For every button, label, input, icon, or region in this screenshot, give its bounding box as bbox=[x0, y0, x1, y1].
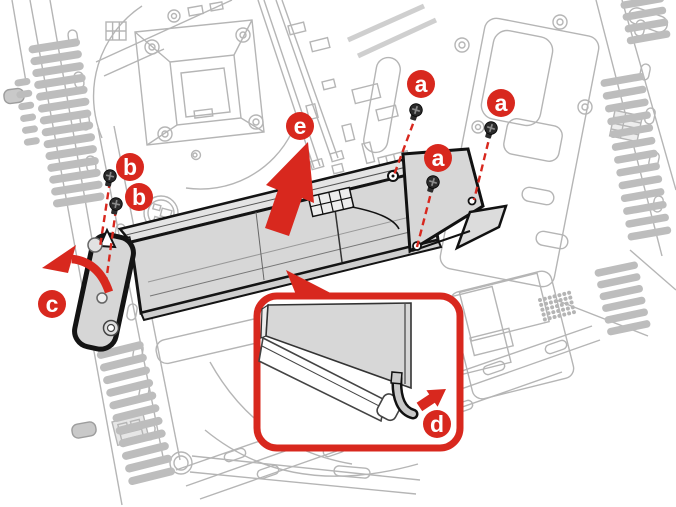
power-cable bbox=[351, 206, 400, 230]
callout-a-letter: a bbox=[495, 90, 508, 116]
pivot-arrow-c bbox=[71, 254, 114, 294]
retention-latch bbox=[72, 227, 136, 352]
callout-b-badge-2: b bbox=[125, 183, 153, 211]
inset-card-slot bbox=[258, 336, 386, 423]
screw-guide-line-b2 bbox=[104, 208, 118, 283]
screw-icon bbox=[480, 119, 500, 141]
card-bracket-flap bbox=[454, 204, 508, 251]
callout-b-letter: b bbox=[123, 154, 137, 180]
pivot-arrow-c-head bbox=[42, 245, 76, 273]
callout-a-badge-2: a bbox=[487, 89, 515, 117]
callout-c-badge: c bbox=[38, 290, 66, 318]
callout-b-letter: b bbox=[132, 184, 146, 210]
power-connector bbox=[307, 186, 355, 218]
callout-d-badge: d bbox=[423, 410, 451, 438]
callout-a-letter: a bbox=[432, 145, 445, 171]
inset-slot-latch bbox=[390, 371, 419, 420]
screw-guide-line-a2 bbox=[472, 130, 493, 201]
screw-icon bbox=[106, 195, 125, 217]
screw-icon bbox=[100, 167, 119, 189]
callout-a-badge-3: a bbox=[424, 144, 452, 172]
callout-e-letter: e bbox=[294, 113, 307, 139]
callout-a-badge-1: a bbox=[407, 70, 435, 98]
callout-b-badge-1: b bbox=[116, 153, 144, 181]
callout-d-letter: d bbox=[430, 411, 444, 437]
callout-c-letter: c bbox=[46, 291, 59, 317]
zoom-inset: d bbox=[253, 270, 464, 452]
callout-a-letter: a bbox=[415, 71, 428, 97]
callout-e-badge: e bbox=[286, 112, 314, 140]
inset-card-corner bbox=[265, 302, 412, 390]
release-arrow-d bbox=[416, 389, 446, 412]
annotations: a a a b b c e bbox=[38, 70, 515, 318]
lift-arrow-e bbox=[265, 142, 314, 236]
screw-icon bbox=[405, 101, 425, 123]
